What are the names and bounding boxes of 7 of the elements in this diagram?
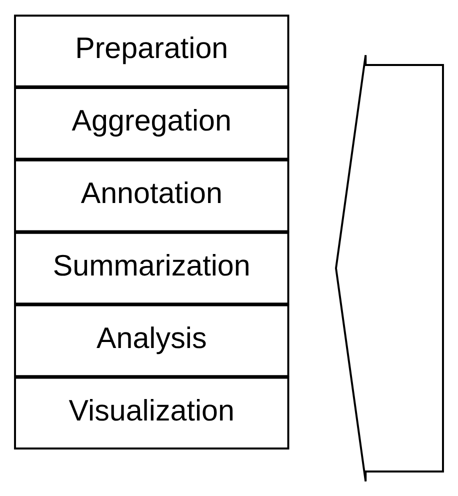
node-box: Annotation	[14, 158, 290, 232]
node-box: Visualization	[14, 376, 290, 449]
node-box: Analysis	[14, 304, 290, 377]
node-arrow	[335, 54, 444, 482]
node-box: Preparation	[14, 14, 290, 87]
node-box: Aggregation	[14, 86, 290, 160]
node-box: Summarization	[14, 231, 290, 304]
